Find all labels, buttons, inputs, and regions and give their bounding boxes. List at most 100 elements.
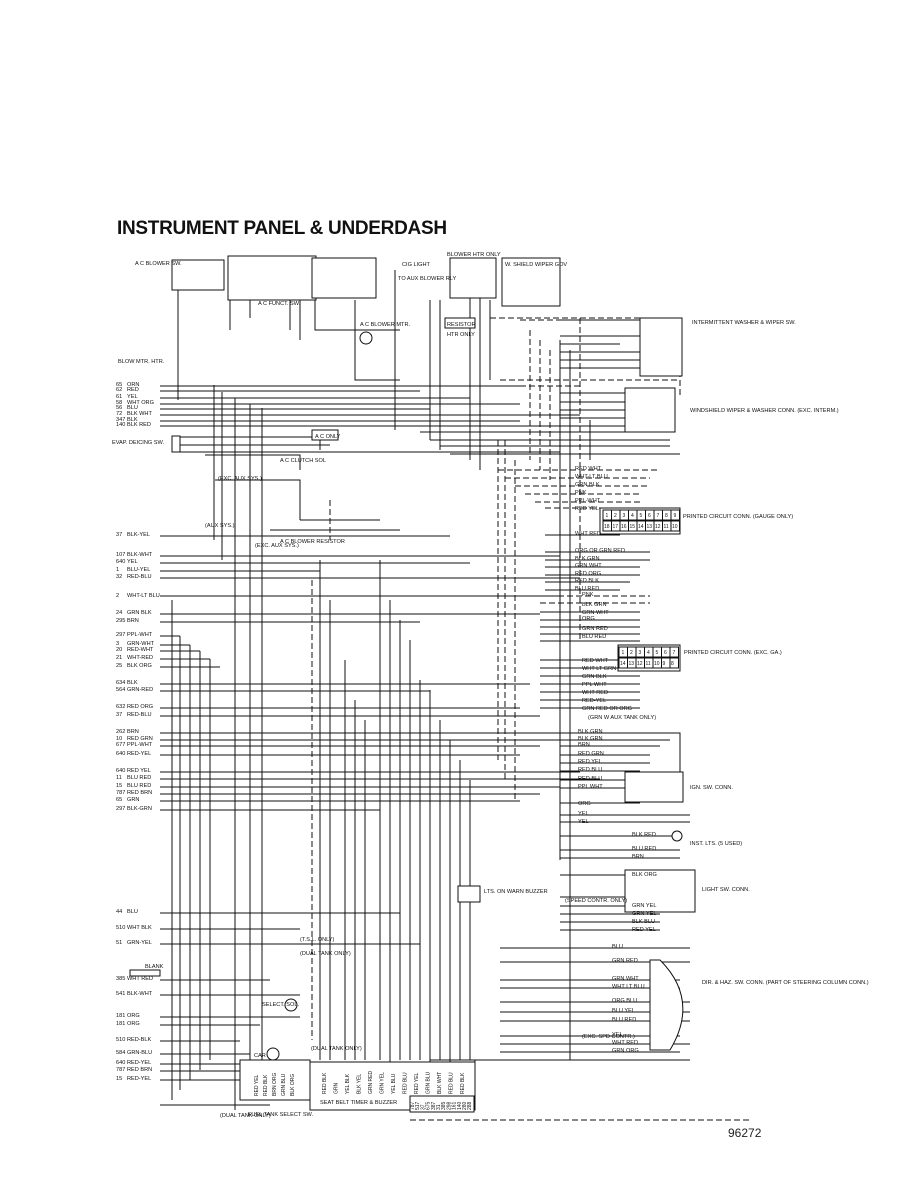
pin-number: 8 <box>665 513 668 519</box>
wire-number: 181 <box>116 1013 125 1019</box>
pin-number: 10 <box>672 524 678 530</box>
wire-number: 298 <box>446 1101 452 1110</box>
wire-number: 24 <box>116 610 122 616</box>
wire-number: 288 <box>467 1101 473 1110</box>
wire-number: 262 <box>116 729 125 735</box>
wire-label: WHT RED <box>575 531 601 537</box>
wire-label: WHT-LT BLU <box>127 593 160 599</box>
wire-label: BLK ORG <box>127 663 152 669</box>
wire-label: BLK RED <box>632 832 656 838</box>
pin-number: 10 <box>654 661 660 667</box>
wire-label: GRN <box>127 797 139 803</box>
wire-label: GRN WHT <box>582 610 609 616</box>
ac-blower-switch-box <box>171 259 225 291</box>
wire-number: 3 <box>116 641 119 647</box>
dir-haz-conn <box>649 959 684 1051</box>
wire-number: 32 <box>116 574 122 580</box>
pc-exc-label: PRINTED CIRCUIT CONN. (EXC. GA.) <box>684 650 782 656</box>
wire-label: GRN BLK <box>582 674 607 680</box>
wire-label: ORG BLU <box>612 998 637 1004</box>
ac-blower-motor <box>359 331 373 345</box>
wire-number: 37 <box>116 712 122 718</box>
pc-gauge-label: PRINTED CIRCUIT CONN. (GAUGE ONLY) <box>683 514 793 520</box>
wire-label: RED BLU <box>578 776 602 782</box>
wire-label: GRN RED <box>612 958 638 964</box>
seat-belt-timer-label: SEAT BELT TIMER & BUZZER <box>320 1100 397 1106</box>
wire-label: PPL-WHT <box>127 742 153 748</box>
blower-htr-only-label: BLOWER HTR ONLY <box>447 252 501 258</box>
wire-label: WHT-RED <box>127 655 153 661</box>
wire-label: YEL <box>578 819 589 825</box>
wire-label: RED-BLU <box>127 712 152 718</box>
wire-number: 10 <box>116 736 122 742</box>
wire-label: YEL <box>127 559 138 565</box>
wire-label: PPL WHT <box>578 784 603 790</box>
wire-label: BLK YEL <box>357 1074 363 1094</box>
component-labels: A C BLOWER SW. A C FUNCT. SW. A C BLOWER… <box>112 252 869 1119</box>
wire-label: BLK-WHT <box>127 991 153 997</box>
wire-label: BLK <box>127 680 138 686</box>
wire-label: PPL-WHT <box>575 498 601 504</box>
bottom-conn-box <box>409 1095 475 1113</box>
blank-label: BLANK <box>145 964 164 970</box>
lts-warn-buzzer-label: LTS. ON WARN BUZZER <box>484 889 548 895</box>
wire-label: BLK RED <box>127 422 151 428</box>
wire-number: 65 <box>116 382 122 388</box>
wire-label: BLK GRN <box>578 729 603 735</box>
pin-number: 2 <box>630 650 633 656</box>
grn-w-aux-tank-label: (GRN W AUX TANK ONLY) <box>588 715 656 721</box>
wire-label: WHT LT BLU <box>612 984 645 990</box>
wire-label: GRN RED <box>368 1071 374 1094</box>
wire-number: 640 <box>116 559 125 565</box>
fuel-tank-select-label: FUEL TANK SELECT SW. <box>248 1112 314 1118</box>
wire-number: 25 <box>116 663 122 669</box>
ac-only-label: A C ONLY <box>315 434 341 440</box>
ac-funct-switch-box <box>227 255 317 301</box>
exc-aux-sys-label: (EXC. AUX SYS.) <box>218 476 262 482</box>
pin-number: 14 <box>620 661 626 667</box>
wire-label: GRN YEL <box>632 911 656 917</box>
wire-label: YEL <box>578 811 589 817</box>
windshield-conn-box <box>624 387 676 433</box>
wire-label: RED BLK <box>263 1074 269 1096</box>
intermittent-sw-box <box>639 317 683 377</box>
wire-number: 297 <box>116 632 125 638</box>
pin-number: 11 <box>664 524 669 530</box>
pin-number: 4 <box>647 650 650 656</box>
wire-number: 62 <box>116 387 122 393</box>
t5l-only-label: (T.S.L. ONLY) <box>300 937 335 943</box>
wire-label: RED-YEL <box>127 1076 151 1082</box>
wire-label: YEL <box>127 394 138 400</box>
wire-number: 517 <box>415 1101 421 1110</box>
wire-label: BLU RED <box>127 783 151 789</box>
wire-label: RED BLU <box>578 767 602 773</box>
pin-number: 5 <box>656 650 659 656</box>
wire-label: PPL-WHT <box>127 632 153 638</box>
aux-blower-box <box>449 257 497 299</box>
ac-clutch-sol-label: A C CLUTCH SOL <box>280 458 326 464</box>
pin-number: 3 <box>639 650 642 656</box>
wire-number: 387 <box>431 1101 437 1110</box>
pin-number: 9 <box>674 513 677 519</box>
pin-cell <box>670 520 680 532</box>
wire-number: 31 <box>436 1104 442 1110</box>
select-sol-label: SELECT. SOL. <box>262 1002 299 1008</box>
wire-number: 181 <box>116 1021 125 1027</box>
wire-label: GRN-YEL <box>127 940 152 946</box>
wire-label: BRN <box>127 618 139 624</box>
wire-label: GRN BLU <box>281 1073 287 1096</box>
wire-label: GRN RED OR ORG <box>582 706 632 712</box>
pin-number: 5 <box>640 513 643 519</box>
ac-blower-resistor-label: A C BLOWER RESISTOR <box>280 539 345 545</box>
wire-number: 20 <box>116 647 122 653</box>
wire-label: BRN <box>127 729 139 735</box>
wire-label: BLU RED <box>127 775 151 781</box>
resistor-box <box>444 317 476 329</box>
